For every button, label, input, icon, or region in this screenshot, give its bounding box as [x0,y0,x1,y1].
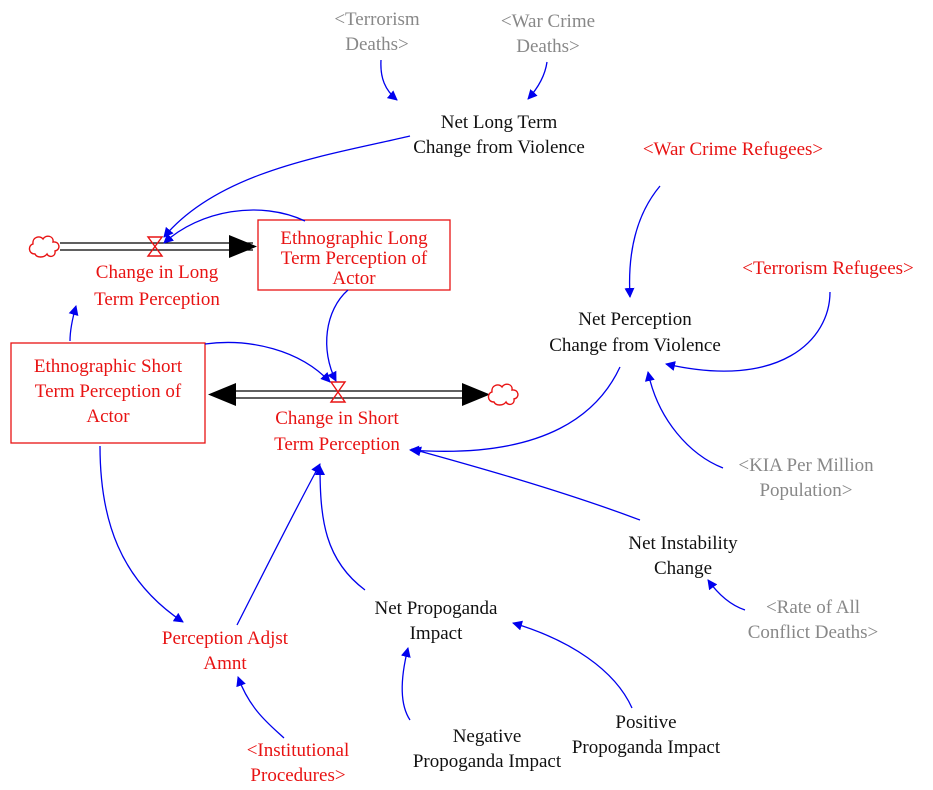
net-long-term-change-label-line-1: Net Long Term [441,112,558,133]
institutional-procedures-label-line-2: Procedures> [250,765,345,786]
link-terrorism-deaths-to-net-long-term [380,59,398,101]
link-negative-propoganda-to-net-propoganda [400,647,411,721]
link-war-crime-refugees-to-net-perception [624,185,661,298]
long-term-valve-icon[interactable] [146,236,164,257]
change-in-long-term-label-line-1: Change in Long [96,262,219,283]
institutional-procedures-label-line-1: <Institutional [247,740,350,761]
ethno-long-term-stock-label-line-1: Ethnographic Long [280,228,428,249]
link-kia-to-net-perception [644,371,724,469]
perception-adjst-amnt-label-line-1: Perception Adjst [162,628,289,649]
link-short-stock-to-change-long-term [68,305,79,342]
net-instability-change-label-line-1: Net Instability [628,533,738,554]
perception-adjst-amnt-label-line-2: Amnt [203,653,247,674]
ethno-short-term-stock-label-line-2: Term Perception of [35,381,182,402]
sink-cloud-icon [487,383,519,406]
link-net-perception-to-change-short [409,366,621,456]
war-crime-refugees-label-line-1: <War Crime Refugees> [643,139,823,160]
ethno-long-term-stock-label-line-3: Actor [332,268,376,289]
ethno-long-term-stock-box[interactable] [257,219,451,291]
kia-per-million-shadow-label-line-1: <KIA Per Million [738,455,874,476]
change-in-short-term-label-line-2: Term Perception [274,434,400,455]
ethno-long-term-stock-label-line-2: Term Perception of [281,248,428,269]
war-crime-deaths-shadow-label-line-1: <War Crime [501,11,595,32]
link-perception-adjst-to-change-short [236,463,321,626]
net-perception-change-label-line-1: Net Perception [578,309,692,330]
short-term-flow-pipe [208,383,490,406]
link-short-stock-to-short-valve [204,341,331,383]
link-institutional-to-perception-adjst [236,676,285,739]
link-net-long-term-to-long-valve [163,135,411,238]
terrorism-deaths-shadow-label-line-2: Deaths> [345,34,408,55]
ethno-short-term-stock-label-line-3: Actor [86,406,130,427]
change-in-long-term-label-line-2: Term Perception [94,289,220,310]
net-perception-change-label-line-2: Change from Violence [549,335,721,356]
terrorism-refugees-label-line-1: <Terrorism Refugees> [742,258,914,279]
link-net-propoganda-to-change-short [315,465,366,591]
link-long-stock-to-long-valve [163,209,306,244]
terrorism-deaths-shadow-label-line-1: <Terrorism [334,9,420,30]
link-long-stock-to-short-valve [326,289,349,382]
rate-all-conflict-deaths-shadow-label-line-2: Conflict Deaths> [748,622,879,643]
net-propoganda-impact-label-line-2: Impact [410,623,463,644]
positive-propoganda-impact-label-line-1: Positive [615,712,676,733]
change-in-short-term-label-line-1: Change in Short [275,408,399,429]
ethno-short-term-stock-label-line-1: Ethnographic Short [34,356,183,377]
link-short-stock-to-perception-adjst [99,445,184,623]
long-term-inflow-pipe [60,235,257,258]
rate-all-conflict-deaths-shadow-label-line-1: <Rate of All [766,597,860,618]
link-rate-deaths-to-net-instability [707,579,746,611]
negative-propoganda-impact-label-line-2: Propoganda Impact [413,751,562,772]
net-long-term-change-label-line-2: Change from Violence [413,137,585,158]
war-crime-deaths-shadow-label-line-2: Deaths> [516,36,579,57]
kia-per-million-shadow-label-line-2: Population> [759,480,852,501]
link-positive-propoganda-to-net-propoganda [512,620,633,709]
link-net-instability-to-change-short [411,446,641,521]
source-cloud-icon [28,235,60,258]
net-propoganda-impact-label-line-1: Net Propoganda [375,598,499,619]
short-term-valve-icon[interactable] [329,381,347,403]
negative-propoganda-impact-label-line-1: Negative [453,726,522,747]
ethno-short-term-stock-box[interactable] [10,342,206,444]
link-terrorism-refugees-to-net-perception [665,291,831,372]
war-crime-refugees-label[interactable]: <War Crime Refugees> [643,139,823,160]
net-instability-change-label-line-2: Change [654,558,712,579]
link-war-crime-deaths-to-net-long-term [527,61,548,100]
positive-propoganda-impact-label-line-2: Propoganda Impact [572,737,721,758]
terrorism-refugees-label[interactable]: <Terrorism Refugees> [742,258,914,279]
